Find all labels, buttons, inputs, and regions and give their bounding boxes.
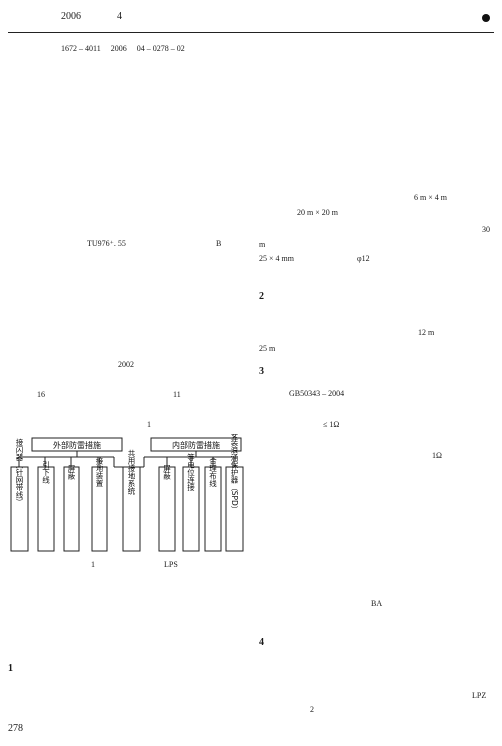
length-25m: 25 m	[259, 344, 276, 353]
box-label-spd: 安装浪涌保护器（SPD）	[230, 434, 239, 513]
value-30: 30	[482, 225, 490, 234]
zone-number: 2	[310, 705, 314, 714]
figure-caption-number: 1	[91, 560, 95, 569]
box-label-down-conductor: 引下线	[41, 460, 50, 483]
external-measures-box: 外部防雷措施	[31, 437, 123, 452]
number-11: 11	[173, 390, 181, 399]
grid-spec-b: 20 m × 20 m	[297, 208, 338, 217]
document-code-letter: B	[216, 239, 222, 248]
section-heading-4: 4	[259, 637, 264, 648]
diagram-boxes	[10, 466, 244, 552]
header-rule	[8, 32, 494, 33]
section-heading-3: 3	[259, 366, 264, 377]
resistance-limit-a: ≤ 1Ω	[323, 420, 340, 429]
journal-year: 2006	[61, 11, 81, 22]
box-label-grounding-device: 接地装置	[95, 456, 104, 488]
round-steel-spec: φ12	[357, 254, 370, 263]
journal-issue: 4	[117, 11, 122, 22]
figure-reference: 1	[147, 420, 151, 429]
section-heading-2: 2	[259, 291, 264, 302]
box-label-equipotential-bonding: 等电位连接	[186, 452, 195, 492]
internal-measures-label: 内部防雷措施	[172, 440, 220, 450]
page-number: 278	[8, 723, 23, 734]
box-label-proper-wiring: 合理布线	[208, 456, 217, 488]
reference-year: 2002	[118, 360, 134, 369]
internal-measures-box: 内部防雷措施	[150, 437, 242, 452]
classification-code: TU976⁺. 55	[87, 239, 126, 248]
grid-spec-a: 6 m × 4 m	[414, 193, 447, 202]
bullet-dot-icon	[482, 14, 490, 22]
length-12m: 12 m	[418, 328, 435, 337]
external-measures-label: 外部防雷措施	[53, 440, 101, 450]
article-code: 1672 – 4011 2006 04 – 0278 – 02	[61, 44, 185, 53]
unit-m: m	[259, 240, 266, 249]
section-heading-1: 1	[8, 663, 13, 674]
box-label-shielding-external: 屏蔽	[67, 464, 76, 481]
lpz-label: LPZ	[472, 691, 487, 700]
resistance-limit-b: 1Ω	[432, 451, 442, 460]
flat-steel-spec: 25 × 4 mm	[259, 254, 294, 263]
figure-caption-label: LPS	[164, 560, 178, 569]
lps-diagram: 外部防雷措施 内部防雷措施 接闪器（针网带线） 引下线	[10, 434, 244, 552]
number-16: 16	[37, 390, 45, 399]
standard-code: GB50343 – 2004	[289, 389, 345, 398]
box-label-shielding-internal: 屏蔽	[162, 464, 171, 481]
box-label-common-grounding: 共用接地系统	[127, 449, 136, 496]
ba-label: BA	[371, 599, 383, 608]
box-label-air-terminal: 接闪器（针网带线）	[15, 437, 24, 506]
